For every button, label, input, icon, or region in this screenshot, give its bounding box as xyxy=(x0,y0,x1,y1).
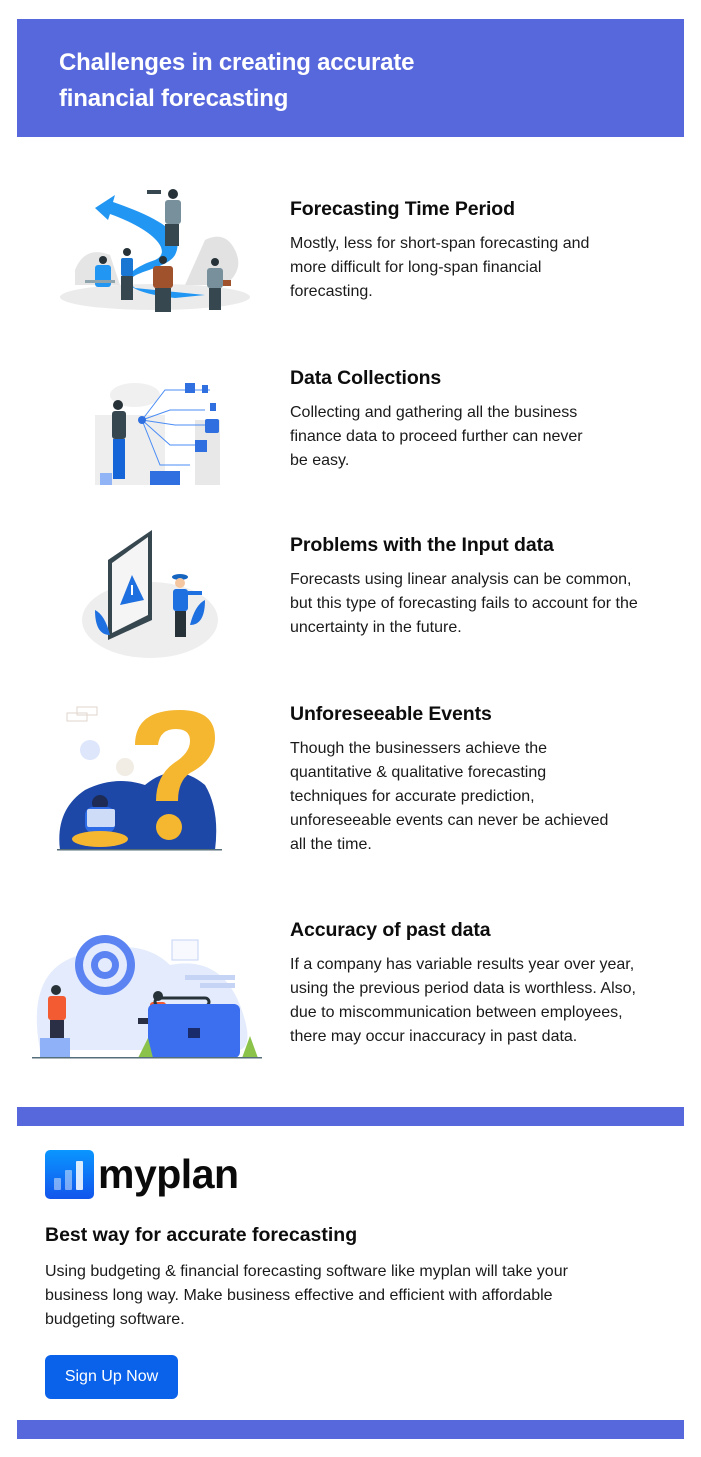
challenge-item: Forecasting Time Period Mostly, less for… xyxy=(0,180,701,320)
section-divider xyxy=(17,1107,684,1126)
challenge-title: Problems with the Input data xyxy=(290,534,554,556)
cta-description: Using budgeting & financial forecasting … xyxy=(45,1263,568,1328)
challenge-title: Data Collections xyxy=(290,367,442,389)
footer-bar xyxy=(17,1420,684,1439)
challenge-description: Collecting and gathering all the busines… xyxy=(290,404,583,469)
header-banner: Challenges in creating accurate financia… xyxy=(17,19,684,137)
challenge-description: Though the businessers achieve the quant… xyxy=(290,740,609,853)
target-briefcase-illustration xyxy=(32,935,262,1059)
data-network-illustration xyxy=(95,383,220,485)
challenge-item: Data Collections Collecting and gatherin… xyxy=(0,367,701,495)
challenge-item: Unforeseeable Events Though the business… xyxy=(0,700,701,860)
tablet-warning-illustration xyxy=(82,530,218,658)
question-mark-illustration xyxy=(57,706,222,851)
cta-title: Best way for accurate forecasting xyxy=(45,1224,358,1246)
sign-up-button[interactable]: Sign Up Now xyxy=(45,1355,178,1399)
challenge-item: Problems with the Input data Forecasts u… xyxy=(0,525,701,665)
brand-logo: myplan xyxy=(45,1150,239,1199)
challenge-description: Mostly, less for short-span forecasting … xyxy=(290,235,590,300)
challenge-title: Unforeseeable Events xyxy=(290,703,492,725)
challenge-title: Forecasting Time Period xyxy=(290,198,515,220)
business-team-roadmap-illustration xyxy=(60,189,250,312)
page-title: Challenges in creating accurate financia… xyxy=(59,49,415,112)
challenge-description: If a company has variable results year o… xyxy=(290,956,636,1045)
challenge-title: Accuracy of past data xyxy=(290,919,491,941)
challenge-item: Accuracy of past data If a company has v… xyxy=(0,915,701,1075)
challenge-description: Forecasts using linear analysis can be c… xyxy=(290,571,638,636)
brand-name: myplan xyxy=(98,1151,239,1197)
bar-chart-logo-icon xyxy=(45,1150,94,1199)
